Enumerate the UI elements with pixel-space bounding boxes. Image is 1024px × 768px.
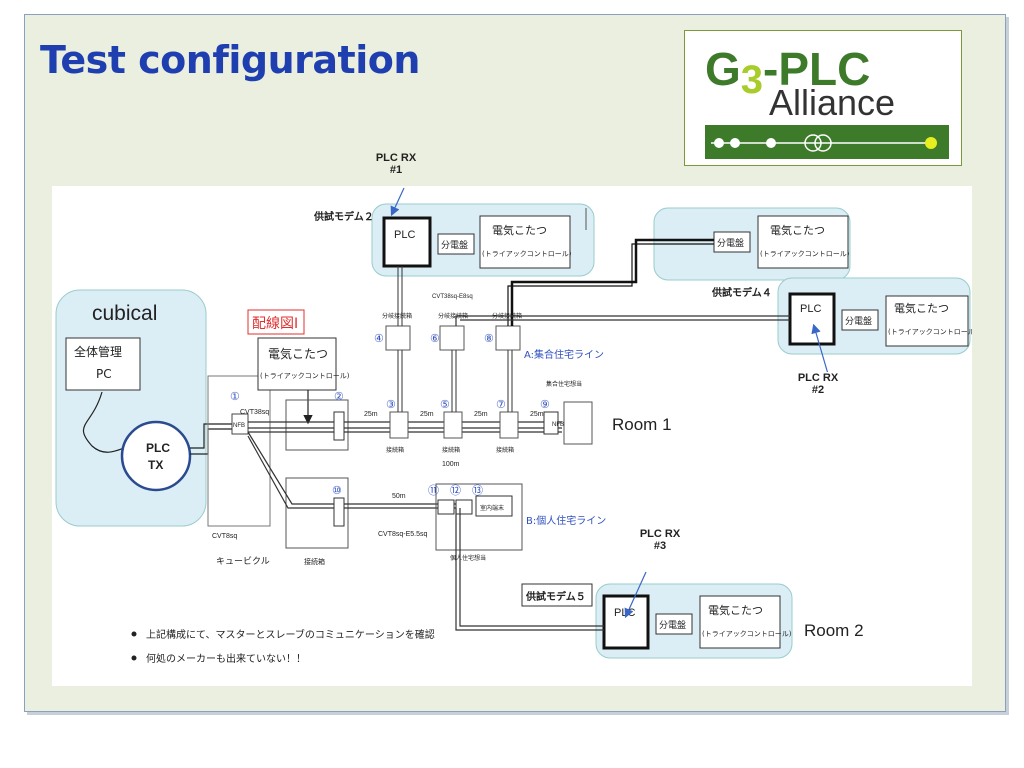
kyubikuru-frame (207, 375, 271, 527)
kyubikuru-label: キュービクル (216, 556, 270, 567)
svg-text:(トライアックコントロール): (トライアックコントロール) (702, 630, 792, 638)
logo-graphic: G3-PLC Alliance (705, 43, 949, 159)
logo-band (705, 125, 949, 159)
svg-text:CVT38sq: CVT38sq (240, 409, 269, 416)
svg-text:⑪: ⑪ (428, 484, 439, 497)
svg-text:接続箱: 接続箱 (386, 446, 404, 454)
svg-text:電気こたつ: 電気こたつ (492, 223, 547, 237)
svg-text:PLC: PLC (800, 303, 821, 315)
svg-text:接続箱: 接続箱 (442, 446, 460, 454)
plc-rx3-callout: PLC RX #3 (636, 528, 684, 552)
wiring-diagram-label: 配線図Ⅰ (252, 316, 298, 332)
svg-text:⑧: ⑧ (484, 333, 494, 345)
svg-text:分電盤: 分電盤 (717, 237, 744, 249)
svg-text:NFB: NFB (233, 423, 245, 429)
svg-text:CVT8sq: CVT8sq (212, 533, 237, 540)
svg-text:⑫: ⑫ (450, 484, 461, 497)
svg-text:分電盤: 分電盤 (441, 239, 468, 251)
svg-text:50m: 50m (392, 493, 406, 500)
svg-text:⑦: ⑦ (496, 399, 506, 411)
svg-text:③: ③ (386, 399, 396, 411)
modem2-label: 供試モデム２ (313, 210, 374, 223)
svg-text:②: ② (334, 391, 344, 403)
g3-plc-alliance-logo: G3-PLC Alliance (684, 30, 962, 166)
svg-text:電気こたつ: 電気こたつ (770, 223, 825, 237)
svg-text:⑬: ⑬ (472, 484, 483, 497)
svg-text:分電盤: 分電盤 (845, 315, 872, 327)
svg-text:PLC: PLC (614, 607, 635, 619)
svg-text:室内端末: 室内端末 (480, 504, 504, 512)
svg-text:(トライアックコントロール): (トライアックコントロール) (760, 250, 850, 258)
svg-text:25m: 25m (420, 411, 434, 418)
svg-text:CVT38sq-E8sq: CVT38sq-E8sq (432, 294, 473, 300)
cubical-panel (55, 289, 207, 527)
svg-text:⑩: ⑩ (332, 485, 342, 497)
logo-wordmark: G3-PLC (705, 43, 870, 102)
svg-text:(トライアックコントロール): (トライアックコントロール) (482, 250, 572, 258)
plc-rx3-box (602, 594, 650, 650)
svg-text:25m: 25m (530, 411, 544, 418)
room1-label: Room 1 (612, 415, 672, 434)
svg-text:分電盤: 分電盤 (659, 619, 686, 631)
cubical-kotatsu-label-2: (トライアックコントロール) (260, 372, 350, 380)
plc-tx-label-2: TX (148, 458, 163, 472)
slide-title: Test configuration (40, 38, 420, 82)
plc-rx1-box (382, 216, 432, 268)
svg-text:⑤: ⑤ (440, 399, 450, 411)
svg-text:100m: 100m (442, 461, 460, 468)
line-a-label: A:集合住宅ライン (524, 348, 604, 361)
svg-text:分岐接続箱: 分岐接続箱 (438, 312, 468, 320)
svg-text:CVT8sq-E5.5sq: CVT8sq-E5.5sq (378, 531, 428, 538)
bullet-2: 何処のメーカーも出来ていない！！ (146, 652, 306, 665)
pc-label-2: PC (96, 367, 112, 381)
svg-text:PLC: PLC (394, 229, 415, 241)
svg-text:接続箱: 接続箱 (304, 557, 325, 566)
svg-text:25m: 25m (364, 411, 378, 418)
svg-text:NFB: NFB (552, 422, 564, 428)
wiring-diagram-image: cubical 全体管理 PC PLC TX キュービクル NFB 配線図Ⅰ 電… (52, 186, 978, 686)
wiring-diagram-svg: cubical 全体管理 PC PLC TX キュービクル NFB 配線図Ⅰ 電… (55, 187, 978, 665)
cubical-label: cubical (92, 302, 157, 325)
plc-tx-circle (120, 420, 192, 492)
svg-text:電気こたつ: 電気こたつ (894, 301, 949, 315)
room2-label: Room 2 (804, 621, 864, 640)
svg-text:25m: 25m (474, 411, 488, 418)
plc-rx2-callout: PLC RX #2 (794, 372, 842, 396)
svg-text:(トライアックコントロール): (トライアックコントロール) (888, 328, 972, 336)
pc-label-1: 全体管理 (74, 344, 122, 359)
plc-rx2-box (788, 292, 836, 346)
line-b-label: B:個人住宅ライン (526, 514, 606, 527)
svg-text:個人住宅想当: 個人住宅想当 (450, 554, 486, 562)
svg-text:⑥: ⑥ (430, 333, 440, 345)
modem5-label: 供試モデム５ (525, 590, 586, 603)
bullet-1: 上記構成にて、マスターとスレーブのコミュニケーションを確認 (146, 628, 435, 641)
modem4-label: 供試モデム４ (711, 286, 772, 299)
wiring-diagram-label-box (247, 309, 305, 335)
svg-text:④: ④ (374, 333, 384, 345)
svg-text:①: ① (230, 391, 240, 403)
svg-text:電気こたつ: 電気こたつ (708, 603, 763, 617)
svg-text:⑨: ⑨ (540, 399, 550, 411)
plc-tx-label-1: PLC (146, 441, 170, 455)
plc-rx1-callout: PLC RX #1 (372, 152, 420, 176)
logo-subtitle: Alliance (769, 82, 895, 123)
svg-text:接続箱: 接続箱 (496, 446, 514, 454)
cubical-kotatsu-box (257, 337, 337, 391)
svg-text:集合住宅想当: 集合住宅想当 (546, 380, 582, 388)
cubical-kotatsu-label-1: 電気こたつ (268, 346, 328, 361)
pc-box (65, 337, 141, 391)
svg-text:分岐接続箱: 分岐接続箱 (382, 312, 412, 320)
